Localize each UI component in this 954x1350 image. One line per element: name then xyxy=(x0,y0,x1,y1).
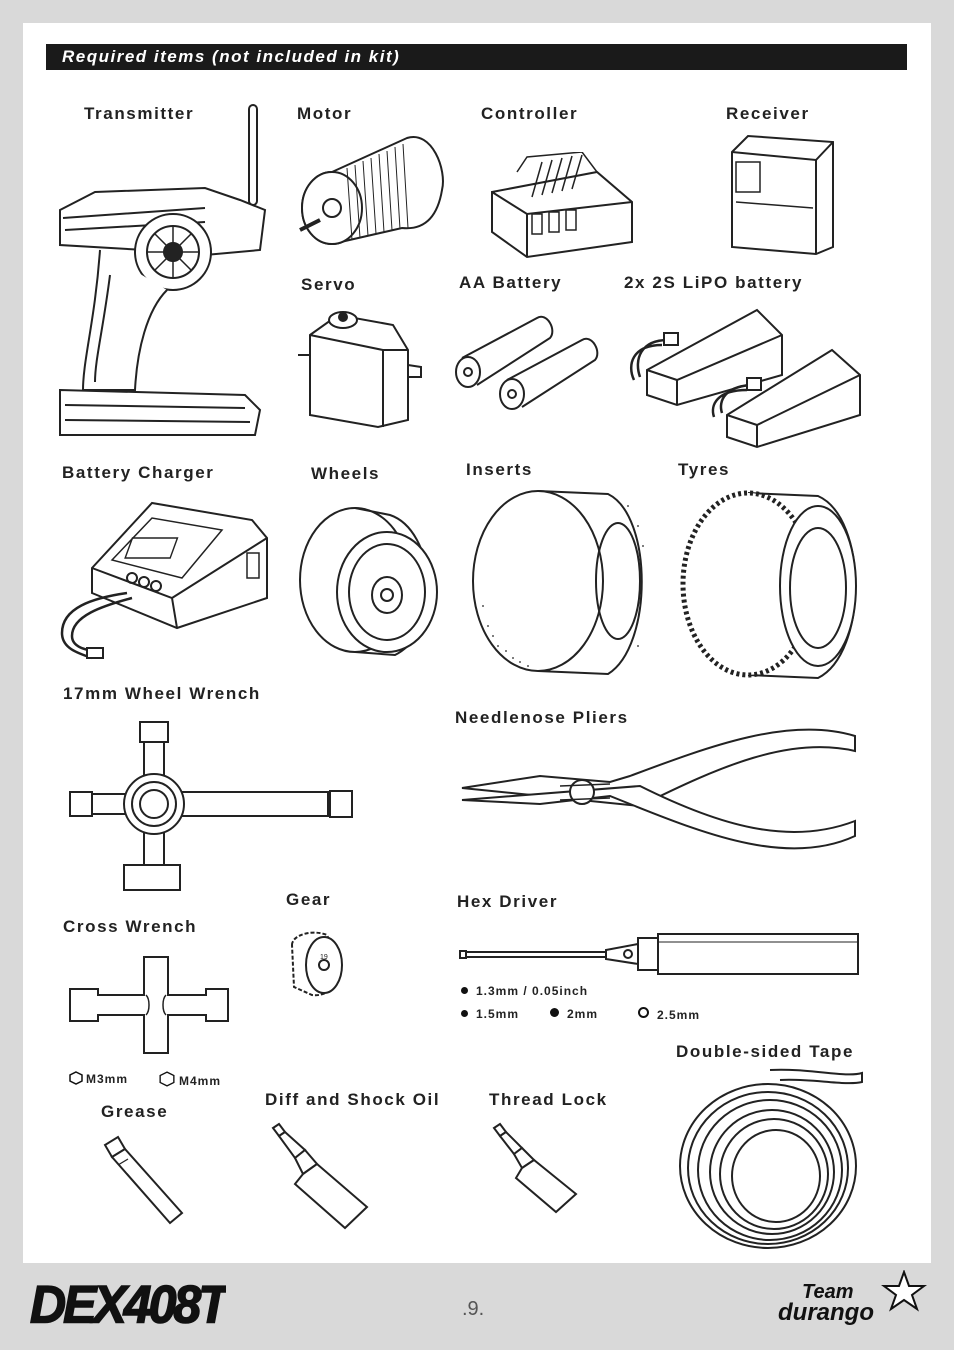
tyre-illustration xyxy=(678,488,863,683)
aa-battery-illustration xyxy=(452,310,602,410)
wheel-illustration xyxy=(295,500,445,660)
label-transmitter: Transmitter xyxy=(84,104,195,123)
hexagon-icon xyxy=(69,1071,83,1085)
hex-size-4-text: 2.5mm xyxy=(657,1008,701,1022)
hex-size-3: 2mm xyxy=(550,1007,598,1021)
label-thread-lock: Thread Lock xyxy=(489,1090,608,1109)
label-controller: Controller xyxy=(481,104,579,123)
lipo-battery-illustration xyxy=(622,305,864,450)
brand-logo: Team durango xyxy=(772,1269,932,1330)
dot-icon xyxy=(638,1007,649,1018)
label-aa-battery: AA Battery xyxy=(459,273,563,292)
grease-illustration xyxy=(100,1135,185,1225)
servo-illustration xyxy=(298,305,423,430)
hex-size-4: 2.5mm xyxy=(638,1007,700,1022)
hex-driver-illustration xyxy=(458,930,863,978)
model-logo: DEX408T xyxy=(26,1272,236,1335)
hexagon-icon xyxy=(159,1071,175,1087)
model-logo-text: DEX408T xyxy=(30,1275,226,1327)
label-lipo: 2x 2S LiPO battery xyxy=(624,273,804,292)
controller-illustration xyxy=(487,152,637,262)
gear-illustration: 19 xyxy=(282,925,347,1000)
label-oil: Diff and Shock Oil xyxy=(265,1090,441,1109)
label-wheels: Wheels xyxy=(311,464,381,483)
label-hex-driver: Hex Driver xyxy=(457,892,559,911)
pliers-illustration xyxy=(460,706,860,871)
cross-size-m3: M3mm xyxy=(69,1071,128,1086)
brand-logo-text-2: durango xyxy=(778,1299,874,1326)
section-header: Required items (not included in kit) xyxy=(46,44,907,70)
hex-size-1: 1.3mm / 0.05inch xyxy=(461,984,588,998)
dot-icon xyxy=(550,1008,559,1017)
label-gear: Gear xyxy=(286,890,332,909)
label-servo: Servo xyxy=(301,275,357,294)
label-charger: Battery Charger xyxy=(62,463,215,482)
motor-illustration xyxy=(292,130,447,250)
label-motor: Motor xyxy=(297,104,353,123)
label-wheel-wrench: 17mm Wheel Wrench xyxy=(63,684,261,703)
brand-logo-text-1: Team xyxy=(802,1281,854,1303)
label-grease: Grease xyxy=(101,1102,169,1121)
dot-icon xyxy=(461,1010,468,1017)
tape-illustration xyxy=(670,1068,865,1253)
label-tape: Double-sided Tape xyxy=(676,1042,855,1061)
cross-wrench-illustration xyxy=(68,955,230,1055)
star-icon xyxy=(881,1269,927,1312)
wheel-wrench-illustration xyxy=(68,720,353,892)
label-pliers: Needlenose Pliers xyxy=(455,708,629,727)
charger-illustration xyxy=(52,498,270,668)
label-cross-wrench: Cross Wrench xyxy=(63,917,198,936)
cross-size-m4: M4mm xyxy=(158,1071,221,1088)
hex-size-2-text: 1.5mm xyxy=(476,1007,520,1021)
cross-size-m4-text: M4mm xyxy=(179,1074,222,1088)
transmitter-illustration xyxy=(55,100,270,445)
label-tyres: Tyres xyxy=(678,460,731,479)
hex-size-3-text: 2mm xyxy=(567,1007,599,1021)
thread-lock-illustration xyxy=(490,1122,580,1214)
receiver-illustration xyxy=(728,132,838,257)
hex-size-1-text: 1.3mm / 0.05inch xyxy=(476,984,589,998)
dot-icon xyxy=(461,987,468,994)
gear-tooth-count: 19 xyxy=(320,954,328,961)
label-receiver: Receiver xyxy=(726,104,810,123)
insert-illustration xyxy=(468,486,650,678)
oil-bottle-illustration xyxy=(265,1122,375,1230)
hex-size-2: 1.5mm xyxy=(461,1007,519,1021)
label-inserts: Inserts xyxy=(466,460,533,479)
cross-size-m3-text: M3mm xyxy=(86,1072,129,1086)
page-number: .9. xyxy=(462,1298,485,1320)
